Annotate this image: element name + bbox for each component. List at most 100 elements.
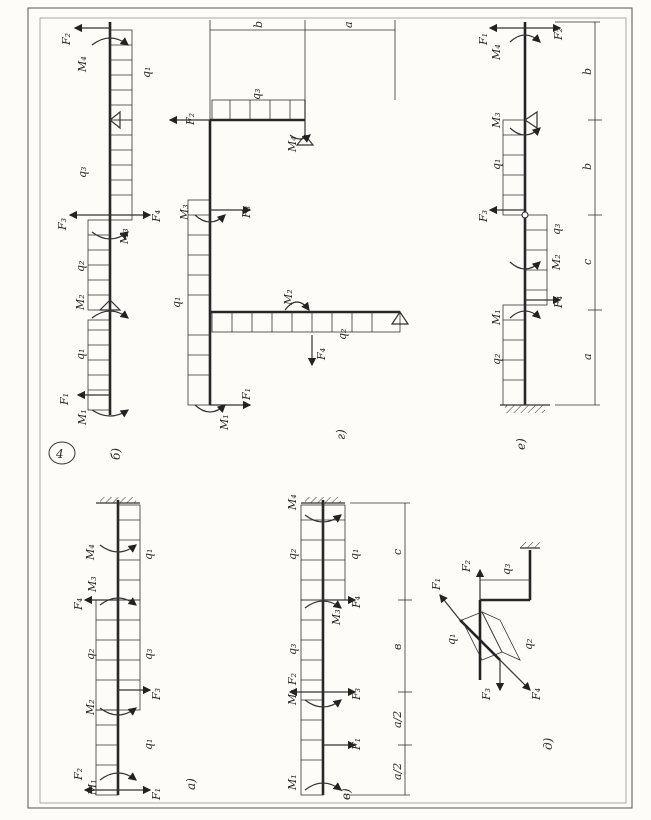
label-F2: F₂ (184, 113, 197, 126)
member-diagonal (459, 619, 501, 661)
label-F2: F₂ (60, 33, 73, 46)
label-F2: F₂ (552, 28, 565, 41)
load-q2 (95, 599, 119, 711)
diagram-b: F₁ M₁ q₁ M₂ q₂ F₃ M₃ F₄ q₃ F₂ M₄ q₁ б) (56, 22, 163, 460)
dim-a-half-2: а/2 (391, 711, 404, 728)
label-q1-upper: q₁ (140, 67, 153, 78)
label-M1: M₁ (86, 779, 99, 796)
label-M2: M₂ (550, 254, 563, 271)
load-q3 (117, 599, 141, 711)
load-q1 (502, 119, 526, 216)
moment-M4 (509, 34, 541, 43)
label-M3: M₃ (118, 228, 131, 245)
label-F1: F₁ (240, 388, 253, 401)
diagram-e-labels: F₁ M₄ F₂ M₃ q₁ F₃ q₃ M₂ F₄ M₁ q₂ b b c a… (477, 28, 594, 450)
diagram-e: F₁ M₄ F₂ M₃ q₁ F₃ q₃ M₂ F₄ M₁ q₂ b b c a… (477, 21, 602, 450)
label-M3: M₃ (490, 112, 503, 129)
label-F1: F₁ (477, 33, 490, 46)
label-M1: M₁ (490, 309, 503, 326)
label-q3: q₃ (142, 649, 155, 660)
label-M1: M₁ (76, 409, 89, 426)
roller-support (523, 110, 538, 130)
dim-a: a (342, 21, 355, 28)
label-q2: q₂ (490, 354, 503, 365)
fixed-support (520, 542, 540, 548)
caption-d: д) (541, 737, 555, 750)
label-M3: M₃ (86, 576, 99, 593)
label-q2: q₂ (336, 329, 349, 340)
frame-hatching (188, 100, 373, 376)
sheet-number-text: 4 (55, 447, 64, 461)
inner-frame (39, 17, 627, 804)
moment-M3 (99, 597, 137, 606)
label-F3: F₃ (56, 218, 69, 231)
moment-M4 (304, 514, 342, 523)
diagram-g-labels: M₁ F₁ q₁ M₃ F₃ F₂ q₃ M₄ M₂ F₄ q₂ b a г) (170, 21, 355, 440)
label-q3: q₃ (76, 167, 89, 178)
diagram-d-labels: F₁ F₂ q₃ q₁ q₂ F₃ F₄ д) (430, 560, 555, 750)
label-F2: F₂ (72, 768, 85, 781)
label-M3: M₃ (178, 204, 191, 221)
label-M1: M₁ (286, 774, 299, 791)
dim-b1: b (581, 68, 594, 75)
label-q3: q₃ (250, 89, 263, 100)
diagram-v: M₁ F₁ M₂ F₂ F₃ q₃ M₃ F₄ q₂ q₁ M₄ а/2 а/2… (286, 494, 412, 800)
load-q1 (461, 611, 503, 661)
beam-a-hatching (96, 519, 140, 766)
page-frame (27, 7, 633, 809)
label-q1: q₁ (142, 739, 155, 750)
label-M4: M₄ (490, 44, 503, 61)
load-q1-lower (95, 709, 119, 796)
load-q2 (481, 611, 521, 661)
caption-a: а) (184, 778, 198, 790)
moment-M1 (91, 409, 129, 418)
label-q2: q₂ (522, 639, 535, 650)
moment-M1 (99, 772, 137, 781)
label-q1: q₁ (445, 634, 458, 645)
label-F4: F₄ (72, 598, 85, 611)
fixed-support (305, 497, 341, 503)
label-F4: F₄ (150, 210, 163, 223)
moment-M3 (91, 231, 129, 240)
moment-M2 (91, 310, 129, 319)
label-q1: q₁ (74, 349, 87, 360)
caption-b: б) (109, 448, 123, 460)
moment-M2 (284, 301, 310, 311)
caption-g: г) (334, 429, 348, 440)
label-q1: q₁ (490, 159, 503, 170)
label-q1: q₁ (170, 297, 183, 308)
moment-M1 (509, 310, 541, 319)
label-M2: M₂ (84, 699, 97, 716)
pin-support-top (295, 134, 315, 146)
label-q2: q₂ (74, 261, 87, 272)
label-F4: F₄ (350, 596, 363, 609)
load-q1-upper (117, 504, 141, 601)
diagram-a: F₂ M₁ F₁ q₁ M₂ F₃ q₂ q₃ F₄ M₃ M₄ q₁ а) (72, 497, 198, 801)
pin-support-2 (109, 110, 121, 130)
moment-M4 (99, 544, 137, 553)
pin-support (98, 299, 122, 311)
label-M2: M₂ (286, 689, 299, 706)
load-q3 (524, 214, 548, 306)
moment-M2 (509, 261, 541, 270)
moment-M4 (289, 134, 311, 143)
label-q2: q₂ (84, 649, 97, 660)
load-q1-lower (87, 319, 111, 411)
load-q1 (187, 199, 211, 406)
dim-v: в (391, 644, 404, 650)
beam-v-hatching (301, 519, 345, 761)
label-q3: q₃ (550, 224, 563, 235)
label-M4: M₄ (286, 136, 299, 153)
label-M4: M₄ (286, 494, 299, 511)
label-q3: q₃ (286, 644, 299, 655)
diagram-g: M₁ F₁ q₁ M₃ F₃ F₂ q₃ M₄ M₂ F₄ q₂ b a г) (168, 20, 410, 440)
label-q1-upper: q₁ (142, 549, 155, 560)
label-M2: M₂ (282, 289, 295, 306)
label-q1: q₁ (348, 549, 361, 560)
label-F3: F₃ (480, 688, 493, 701)
fixed-support (100, 497, 136, 503)
label-F2: F₂ (460, 560, 473, 573)
caption-e: е) (514, 438, 528, 450)
label-F1: F₁ (430, 578, 443, 591)
